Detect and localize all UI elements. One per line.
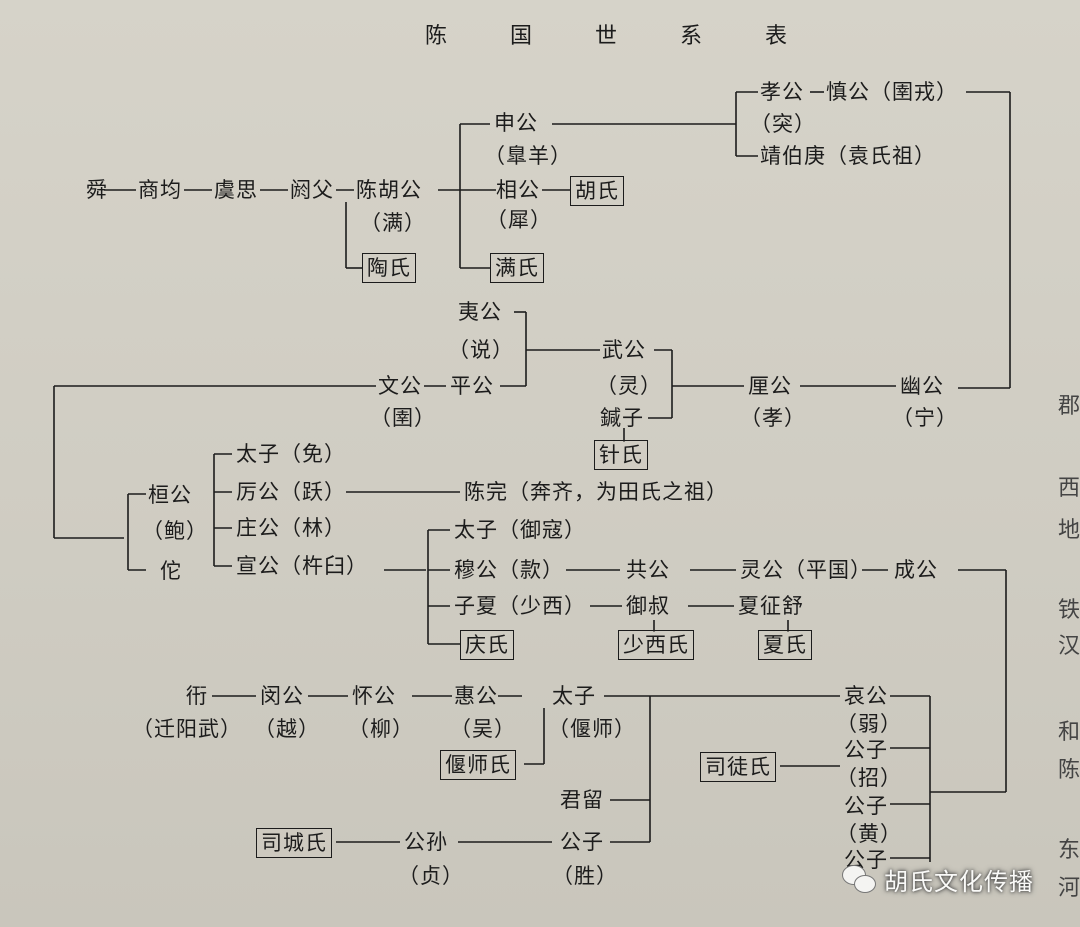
- node-linggong: 灵公（平国）: [740, 558, 872, 582]
- clan-box-hushi: 胡氏: [570, 176, 624, 206]
- side-char: 和: [1058, 720, 1080, 745]
- node-huigong: 惠公: [454, 684, 498, 708]
- node-gongzi4: 公子: [560, 830, 604, 854]
- node-yan: 衎: [186, 684, 208, 708]
- node-efu: 阏父: [290, 178, 334, 202]
- node-huangong: 桓公: [148, 483, 192, 507]
- node-xiao: （孝）: [740, 406, 806, 430]
- side-char: 地: [1058, 518, 1080, 543]
- page-title: 陈 国 世 系 表: [425, 24, 815, 49]
- node-mingong: 闵公: [260, 684, 304, 708]
- node-taizi: 太子: [552, 684, 596, 708]
- clan-box-shaoxishi: 少西氏: [618, 630, 694, 660]
- node-chenggong: 成公: [894, 558, 938, 582]
- node-gongzi2: 公子: [844, 794, 888, 818]
- node-pinggong: 平公: [450, 374, 494, 398]
- node-shengong: 申公: [494, 111, 538, 135]
- watermark-text: 胡氏文化传播: [884, 868, 1034, 896]
- side-char: 东: [1058, 838, 1080, 863]
- node-ruo: （弱）: [836, 712, 902, 736]
- node-qianyangwu: （迁阳武）: [132, 717, 242, 741]
- side-char: 郡: [1058, 394, 1080, 419]
- node-gongzi1: 公子: [844, 738, 888, 762]
- node-ligongyue: 厉公（跃）: [236, 480, 346, 504]
- node-mugong: 穆公（款）: [454, 558, 564, 582]
- node-xi: （犀）: [486, 208, 552, 232]
- side-char: 汉: [1058, 634, 1080, 659]
- node-zhen: （贞）: [398, 864, 464, 888]
- node-liu: （柳）: [348, 717, 414, 741]
- node-jingbogeng: 靖伯庚（袁氏祖）: [760, 144, 936, 168]
- node-huang: （黄）: [836, 822, 902, 846]
- clan-box-qingshi: 庆氏: [460, 630, 514, 660]
- node-taiziyukou: 太子（御寇）: [454, 518, 586, 542]
- node-wu: （吴）: [450, 717, 516, 741]
- node-xianggong: 相公: [496, 178, 540, 202]
- node-zixia: 子夏（少西）: [454, 594, 586, 618]
- node-gonggong: 共公: [626, 558, 670, 582]
- wechat-icon: [842, 864, 876, 895]
- node-taizimian: 太子（免）: [236, 442, 346, 466]
- node-yanshi: （偃师）: [548, 717, 636, 741]
- node-tuo: 佗: [160, 559, 182, 583]
- node-aigong: 哀公: [844, 684, 888, 708]
- clan-box-manshi: 满氏: [490, 253, 544, 283]
- clan-box-taoshi: 陶氏: [362, 253, 416, 283]
- node-chenwan: 陈完（奔齐，为田氏之祖）: [464, 480, 728, 504]
- node-shengong2: 慎公（圉戎）: [826, 80, 958, 104]
- side-char: 陈: [1058, 758, 1080, 783]
- node-ling: （灵）: [596, 374, 662, 398]
- clan-box-zhenshi: 针氏: [594, 440, 648, 470]
- clan-box-sichengshi: 司城氏: [256, 828, 332, 858]
- node-xiaogong: 孝公: [760, 80, 804, 104]
- node-xuangong: 宣公（杵臼）: [236, 554, 368, 578]
- node-man: （满）: [360, 211, 426, 235]
- node-ning: （宁）: [892, 406, 958, 430]
- node-shuo: （说）: [448, 338, 514, 362]
- node-yigong: 夷公: [458, 300, 502, 324]
- node-shangjun: 商均: [138, 178, 182, 202]
- node-yushu: 御叔: [626, 594, 670, 618]
- node-zhao: （招）: [836, 766, 902, 790]
- node-yougong: 幽公: [900, 374, 944, 398]
- side-char: 河: [1058, 876, 1080, 901]
- clan-box-yanshishi: 偃师氏: [440, 750, 516, 780]
- node-tu: （突）: [750, 112, 816, 136]
- node-wugong: 武公: [602, 338, 646, 362]
- node-yu: （圉）: [370, 406, 436, 430]
- node-junliu: 君留: [560, 788, 604, 812]
- node-gongsun: 公孙: [404, 830, 448, 854]
- node-sheng: （胜）: [552, 864, 618, 888]
- node-bao: （鲍）: [142, 519, 208, 543]
- node-gaoyang: （臯羊）: [484, 144, 572, 168]
- node-xiazhengshu: 夏征舒: [738, 594, 804, 618]
- node-yue: （越）: [254, 717, 320, 741]
- clan-box-xiashi: 夏氏: [758, 630, 812, 660]
- node-ligong: 厘公: [748, 374, 792, 398]
- node-zhuanggong: 庄公（林）: [236, 516, 346, 540]
- clan-box-situshi: 司徒氏: [700, 752, 776, 782]
- node-zhenzi: 鍼子: [600, 406, 644, 430]
- node-wengong: 文公: [378, 374, 422, 398]
- node-yusi: 虞思: [214, 178, 258, 202]
- side-char: 西: [1058, 476, 1080, 501]
- side-char: 铁: [1058, 598, 1080, 623]
- node-shun: 舜: [86, 178, 108, 202]
- node-huaigong: 怀公: [352, 684, 396, 708]
- node-chenhugong: 陈胡公: [356, 178, 422, 202]
- watermark: 胡氏文化传播: [842, 862, 1034, 897]
